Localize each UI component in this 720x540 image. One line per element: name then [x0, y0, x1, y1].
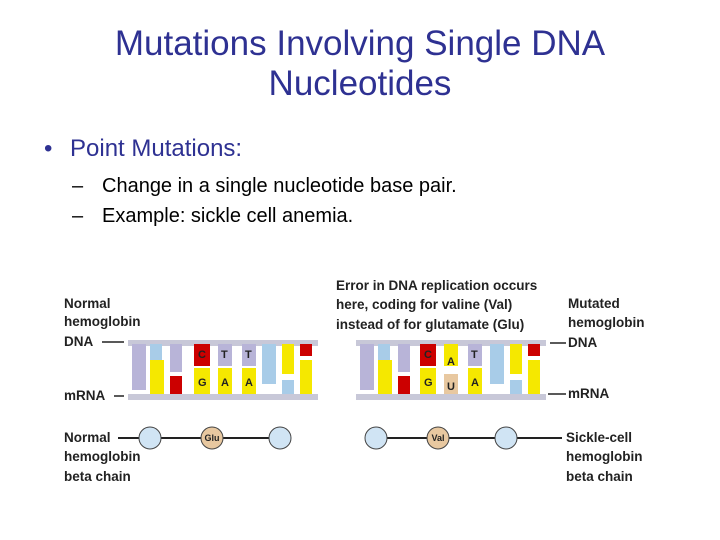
right-dna-label-3: DNA [568, 335, 597, 350]
sub-text-1: Change in a single nucleotide base pair. [102, 175, 457, 197]
callout-line-1: Error in DNA replication occurs [336, 278, 537, 293]
bullet-text: Point Mutations: [70, 135, 243, 162]
right-mrna-strip: G U A [356, 360, 546, 400]
right-dna-strip: C A T [356, 340, 546, 390]
right-mrna-label: mRNA [568, 386, 610, 401]
left-top-letter-2: T [221, 349, 228, 361]
right-top-letter-1: C [424, 349, 432, 361]
right-bottom-letter-2: U [447, 381, 455, 393]
left-mrna-base-bottom-2 [218, 368, 232, 396]
right-dna-base [510, 344, 522, 374]
left-dna-base-top-3 [242, 344, 256, 366]
left-chain-label-1: Normal [64, 430, 111, 445]
left-mrna-base [300, 360, 312, 396]
right-beta-chain: Val [364, 426, 562, 450]
sub-bullet-2: –Example: sickle cell anemia. [72, 204, 353, 228]
right-bottom-letter-3: A [471, 377, 479, 389]
right-dna-base [398, 344, 410, 372]
right-chain-bead [364, 426, 388, 450]
title-line-2: Nucleotides [268, 64, 452, 103]
sub-text-2: Example: sickle cell anemia. [102, 205, 354, 227]
right-mrna-base-bottom-1 [420, 368, 436, 396]
left-mrna-base [150, 360, 164, 396]
left-bottom-letter-2: A [221, 377, 229, 389]
title-line-1: Mutations Involving Single DNA [114, 24, 606, 63]
callout-line-3: instead of for glutamate (Glu) [336, 317, 524, 332]
left-dna-backbone [128, 340, 318, 346]
left-mrna-base-bottom-1 [194, 368, 210, 396]
left-beta-chain: Glu [118, 426, 292, 450]
right-val-bead [426, 426, 450, 450]
slide-title: Mutations Involving Single DNA Nucleotid… [40, 24, 680, 104]
left-mrna-strip: G A A [128, 360, 318, 400]
left-dna-label-2: hemoglobin [64, 314, 141, 329]
left-dna-base-top-2 [218, 344, 232, 366]
left-top-letter-3: T [245, 349, 252, 361]
right-dna-backbone [356, 340, 546, 346]
sub-dash-1: – [72, 175, 84, 197]
left-dna-base [282, 344, 294, 374]
left-bottom-letter-1: G [198, 377, 207, 389]
left-dna-base [300, 344, 312, 356]
callout-line-2: here, coding for valine (Val) [336, 297, 512, 312]
right-top-letter-2: A [447, 356, 455, 368]
left-dna-strip: C T T [128, 340, 318, 390]
left-bottom-letter-3: A [245, 377, 253, 389]
right-amino-acid: Val [431, 433, 444, 443]
sub-dash-2: – [72, 205, 84, 227]
sub-bullet-1: –Change in a single nucleotide base pair… [72, 174, 457, 198]
left-mrna-base [282, 380, 294, 396]
left-chain-label-2: hemoglobin [64, 449, 141, 464]
left-dna-label-3: DNA [64, 334, 93, 349]
right-mrna-base-bottom-2 [444, 374, 458, 396]
right-dna-base-top-1 [420, 344, 436, 366]
right-chain-bead [494, 426, 518, 450]
right-mrna-base [398, 376, 410, 396]
right-dna-base [360, 344, 374, 390]
left-dna-base [262, 344, 276, 384]
left-chain-label-3: beta chain [64, 469, 131, 484]
left-amino-acid: Glu [205, 433, 220, 443]
right-bottom-letter-1: G [424, 377, 433, 389]
right-dna-label-2: hemoglobin [568, 315, 645, 330]
left-mrna-base [170, 376, 182, 396]
left-mrna-base-bottom-3 [242, 368, 256, 396]
right-chain-label-3: beta chain [566, 469, 633, 484]
right-dna-base-top-2 [444, 344, 458, 366]
right-dna-base [528, 344, 540, 356]
right-mrna-base [510, 380, 522, 396]
right-mrna-base-bottom-3 [468, 368, 482, 396]
left-dna-base [132, 344, 146, 390]
left-chain-bead [138, 426, 162, 450]
right-dna-base [490, 344, 504, 384]
right-mrna-base [528, 360, 540, 396]
right-mrna-backbone [356, 394, 546, 400]
bullet-point-mutations: • Point Mutations: [44, 134, 242, 164]
left-mrna-backbone [128, 394, 318, 400]
left-glu-bead [200, 426, 224, 450]
left-top-letter-1: C [198, 349, 206, 361]
right-top-letter-3: T [471, 349, 478, 361]
left-dna-label-1: Normal [64, 296, 111, 311]
right-chain-label-1: Sickle-cell [566, 430, 632, 445]
left-dna-base-top-1 [194, 344, 210, 366]
right-chain-label-2: hemoglobin [566, 449, 643, 464]
left-mrna-label: mRNA [64, 388, 106, 403]
left-dna-base [170, 344, 182, 372]
right-mrna-base [378, 360, 392, 396]
left-chain-bead [268, 426, 292, 450]
bullet-dot: • [44, 135, 53, 162]
right-dna-base-top-3 [468, 344, 482, 366]
right-dna-label-1: Mutated [568, 296, 620, 311]
